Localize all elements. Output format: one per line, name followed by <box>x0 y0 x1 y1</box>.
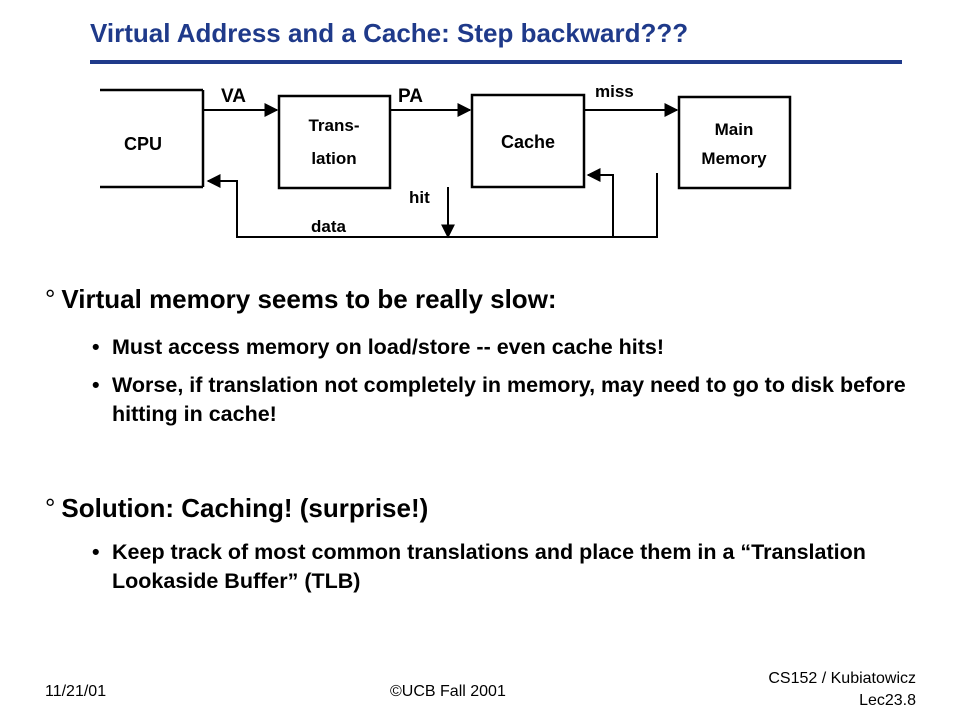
sub-bullet-marker: • <box>92 540 100 564</box>
slide-title: Virtual Address and a Cache: Step backwa… <box>90 18 689 48</box>
sub-bullet-text: Must access memory on load/store -- even… <box>112 335 665 359</box>
bullet-marker: ° <box>45 493 56 523</box>
translation-label-line2: lation <box>311 149 356 168</box>
cpu-label: CPU <box>124 134 162 154</box>
main-memory-label-line1: Main <box>715 120 754 139</box>
title-underline <box>90 60 902 64</box>
sub-bullet-text: Worse, if translation not completely in … <box>112 373 906 426</box>
fill-cache-path <box>586 168 614 237</box>
sub-bullet-cache-hits: • Must access memory on load/store -- ev… <box>92 333 912 362</box>
pa-label: PA <box>398 86 423 107</box>
sub-bullet-translation-disk: • Worse, if translation not completely i… <box>92 371 912 429</box>
main-memory-label-line2: Memory <box>701 149 767 168</box>
data-label: data <box>311 217 347 236</box>
miss-label: miss <box>595 82 634 101</box>
cache-label: Cache <box>501 132 555 152</box>
footer-copyright: ©UCB Fall 2001 <box>390 683 506 700</box>
translation-label-line1: Trans- <box>308 116 359 135</box>
va-label: VA <box>221 86 246 107</box>
bullet-text: Solution: Caching! (surprise!) <box>61 493 429 523</box>
translation-block: Trans- lation <box>277 94 392 190</box>
footer-date: 11/21/01 <box>45 683 107 700</box>
va-cache-diagram: CPU Trans- lation Cache Main Memory VA P… <box>100 82 792 239</box>
bullet-solution: °Solution: Caching! (surprise!) <box>45 493 428 524</box>
cache-block: Cache <box>470 93 586 189</box>
bullet-text: Virtual memory seems to be really slow: <box>61 284 557 314</box>
bullet-marker: ° <box>45 284 56 314</box>
bullet-virtual-memory: °Virtual memory seems to be really slow: <box>45 284 557 315</box>
cpu-block: CPU <box>100 88 205 189</box>
footer-course: CS152 / Kubiatowicz <box>768 670 916 687</box>
sub-bullet-tlb: • Keep track of most common translations… <box>92 538 912 596</box>
hit-label: hit <box>409 188 430 207</box>
sub-bullet-marker: • <box>92 335 100 359</box>
data-return-path <box>206 173 658 238</box>
footer-lecture: Lec23.8 <box>859 692 916 709</box>
sub-bullet-text: Keep track of most common translations a… <box>112 540 866 593</box>
main-memory-block: Main Memory <box>677 95 792 190</box>
sub-bullet-marker: • <box>92 373 100 397</box>
